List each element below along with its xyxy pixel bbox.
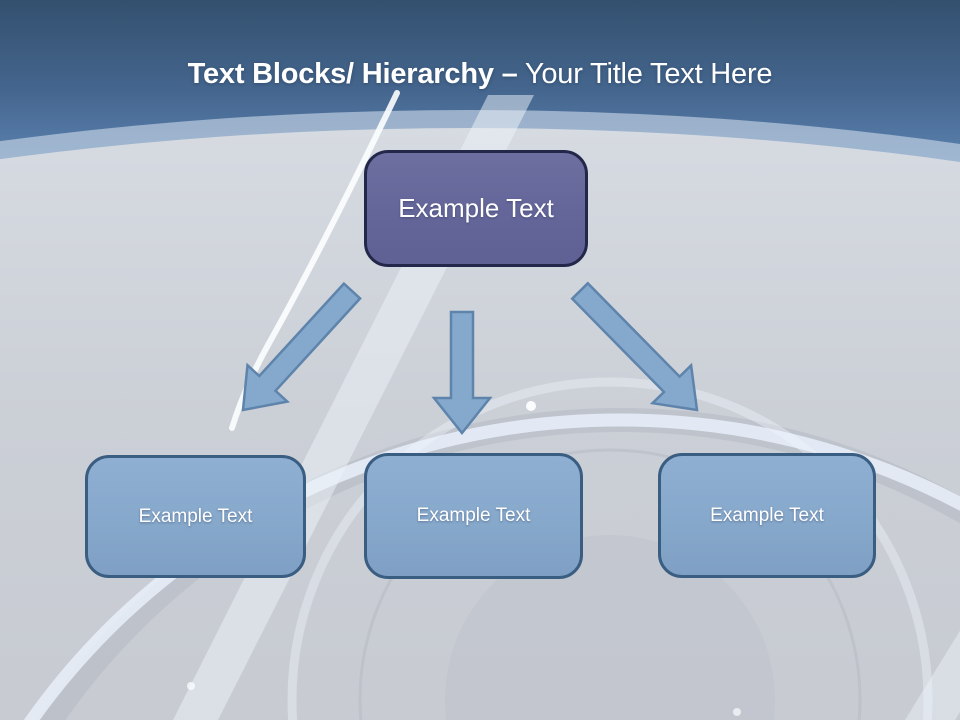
hierarchy-root-node[interactable]: Example Text <box>364 150 588 267</box>
hierarchy-child-node-2[interactable]: Example Text <box>364 453 583 579</box>
child-node-label: Example Text <box>416 505 531 526</box>
slide-title-bold-text: Text Blocks/ Hierarchy – <box>187 58 518 90</box>
slide-title-regular-text: Your Title Text Here <box>524 58 773 90</box>
root-node-label: Example Text <box>398 193 554 223</box>
child-node-label: Example Text <box>710 504 824 526</box>
hierarchy-child-node-3[interactable]: Example Text <box>658 453 876 578</box>
hierarchy-child-node-1[interactable]: Example Text <box>85 455 306 578</box>
slide-title: Text Blocks/ Hierarchy – Your Title Text… <box>0 54 960 94</box>
child-node-label: Example Text <box>138 505 253 527</box>
